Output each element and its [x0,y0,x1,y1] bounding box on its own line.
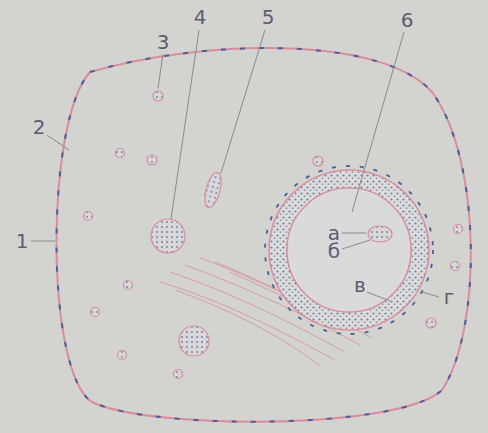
callout-label: а [328,223,340,243]
cell-membrane [56,48,470,422]
callout-label: 2 [33,117,46,137]
callout-label: 4 [194,7,207,27]
callout-label: в [354,275,366,295]
leader-lines [31,30,439,301]
callout-label: 3 [157,32,170,52]
callout-label: 6 [401,10,414,30]
callout-label: б [328,241,340,261]
nucleus [265,166,433,334]
callout-label: 5 [262,7,275,27]
callout-label: г [444,287,455,307]
callout-label: 1 [16,231,29,251]
organelles [84,91,463,379]
cell-membrane-dashes [56,48,470,422]
